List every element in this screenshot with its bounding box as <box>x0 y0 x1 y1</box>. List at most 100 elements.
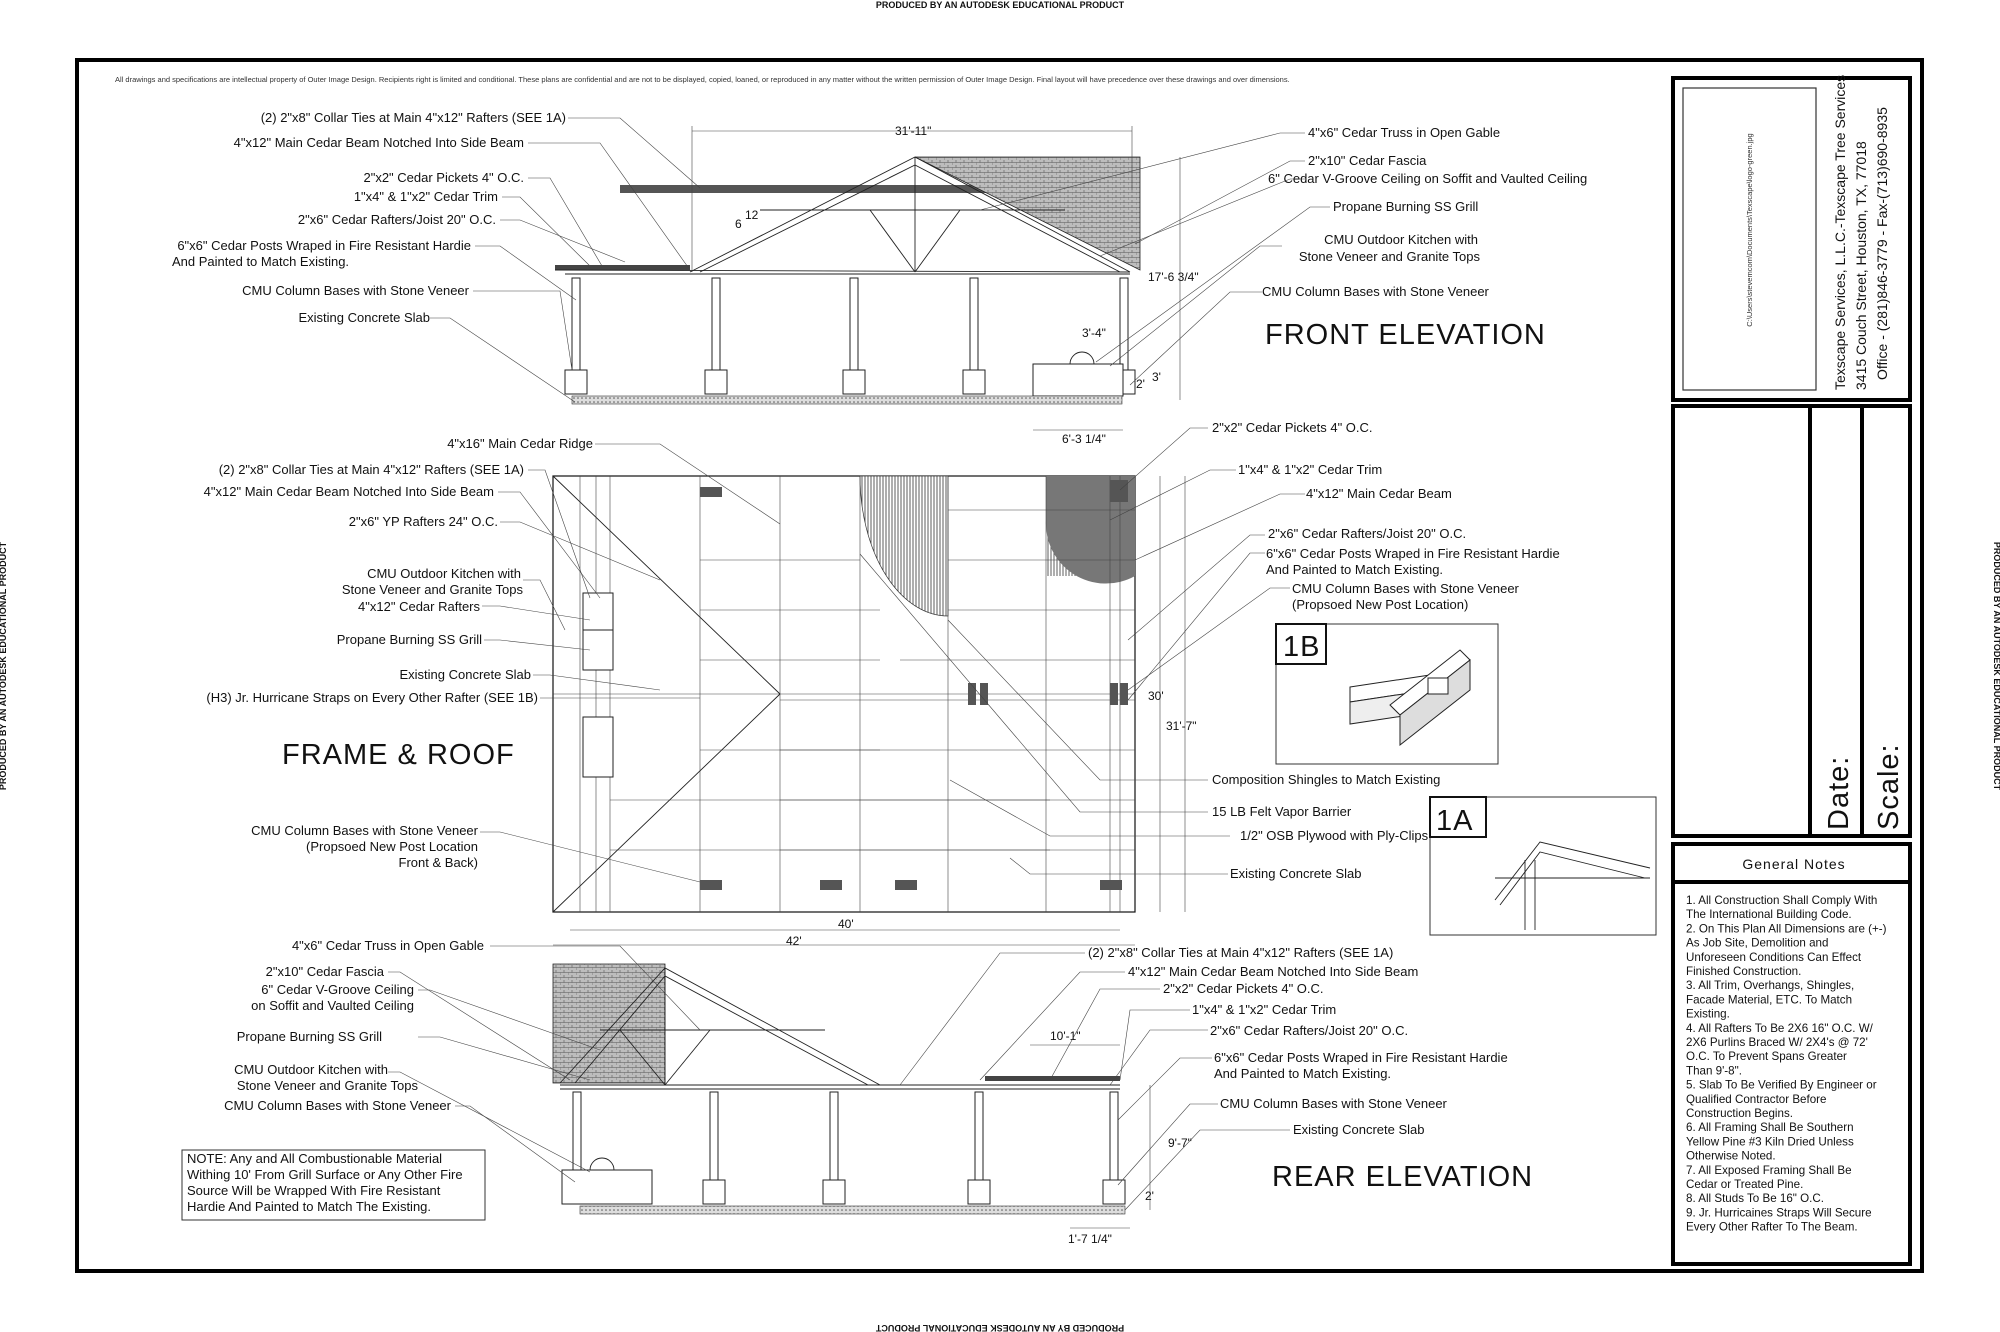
rear-elevation-title: REAR ELEVATION <box>1272 1161 1533 1193</box>
frame-roof-plan: 30' 31'-7" 40' 42' 4"x16" Main Cedar Rid… <box>204 420 1657 948</box>
plan-right-label: (Propsoed New Post Location) <box>1292 597 1468 612</box>
plan-dim-42: 42' <box>786 934 802 948</box>
general-note-line: Cedar or Treated Pine. <box>1686 1178 1803 1191</box>
plan-left-label: Propane Burning SS Grill <box>337 632 482 647</box>
rear-label: 1"x4" & 1"x2" Cedar Trim <box>1192 1002 1336 1017</box>
general-note-line: Construction Begins. <box>1686 1107 1793 1120</box>
plan-left-label: (Propsoed New Post Location <box>306 839 478 854</box>
front-dim-width: 31'-11" <box>895 124 931 138</box>
detail-1b: 1B <box>1275 623 1499 765</box>
front-elevation: 31'-11" 17'-6 3/4" 3'-4" 3' 2' 6'-3 1/4"… <box>172 110 1587 446</box>
rear-label: Propane Burning SS Grill <box>237 1029 382 1044</box>
front-posts <box>564 277 1136 395</box>
general-note-line: 4. All Rafters To Be 2X6 16" O.C. W/ <box>1686 1022 1874 1035</box>
general-note-line: 7. All Exposed Framing Shall Be <box>1686 1164 1852 1177</box>
rear-label: 6" Cedar V-Groove Ceiling <box>261 982 414 997</box>
plan-right-label: 1/2" OSB Plywood with Ply-Clips <box>1240 828 1429 843</box>
sheet-border <box>75 58 1924 1273</box>
frame-roof-title: FRAME & ROOF <box>282 739 515 771</box>
company-name: Texscape Services, L.L.C.-Texscape Tree … <box>1832 75 1848 390</box>
plan-left-label: (2) 2"x8" Collar Ties at Main 4"x12" Raf… <box>219 462 524 477</box>
company-phone: Office - (281)846-3779 - Fax-(713)690-89… <box>1874 107 1890 380</box>
date-label: Date: <box>1823 756 1855 830</box>
front-dim-d2: 3' <box>1152 370 1161 384</box>
company-address: 3415 Couch Street, Houston, TX, 77018 <box>1853 141 1869 390</box>
rear-label: (2) 2"x8" Collar Ties at Main 4"x12" Raf… <box>1088 945 1393 960</box>
front-dim-d3: 2' <box>1136 377 1145 391</box>
front-label: Existing Concrete Slab <box>298 310 430 325</box>
plan-right-label: 15 LB Felt Vapor Barrier <box>1212 804 1352 819</box>
plan-right-label: Existing Concrete Slab <box>1230 866 1362 881</box>
general-note-line: 3. All Trim, Overhangs, Shingles, <box>1686 979 1854 992</box>
general-note-line: 8. All Studs To Be 16" O.C. <box>1686 1192 1824 1205</box>
detail-1a-label: 1A <box>1436 805 1473 837</box>
general-note-line: Qualified Contractor Before <box>1686 1093 1826 1106</box>
rear-elevation: 10'-1" 9'-7" 2' 1'-7 1/4" 4"x6" Cedar Tr… <box>181 938 1533 1246</box>
plan-left-label: Existing Concrete Slab <box>399 667 531 682</box>
pitch-rise: 12 <box>745 208 759 222</box>
front-dim-height: 17'-6 3/4" <box>1148 270 1199 284</box>
plan-left-label: Front & Back) <box>399 855 478 870</box>
watermark-left: PRODUCED BY AN AUTODESK EDUCATIONAL PROD… <box>0 541 8 790</box>
rear-label: CMU Column Bases with Stone Veneer <box>224 1098 452 1113</box>
plan-dim-31-7: 31'-7" <box>1166 719 1197 733</box>
plan-left-label: 4"x12" Main Cedar Beam Notched Into Side… <box>204 484 494 499</box>
general-note-line: 2. On This Plan All Dimensions are (+-) <box>1686 922 1887 935</box>
rear-label: 2"x10" Cedar Fascia <box>266 964 385 979</box>
front-label: 2"x2" Cedar Pickets 4" O.C. <box>363 170 524 185</box>
plan-left-label: CMU Outdoor Kitchen with <box>367 566 521 581</box>
general-note-line: Unforeseen Conditions Can Effect <box>1686 951 1862 964</box>
combustible-note: NOTE: Any and All Combustionable Materia… <box>181 1149 486 1221</box>
front-dim-d4: 6'-3 1/4" <box>1062 432 1106 446</box>
plan-right-label: CMU Column Bases with Stone Veneer <box>1292 581 1520 596</box>
general-note-line: 9. Jr. Hurricaines Straps Will Secure <box>1686 1206 1872 1219</box>
front-label: CMU Column Bases with Stone Veneer <box>242 283 470 298</box>
pitch-run: 6 <box>735 217 742 231</box>
rear-dim-2: 2' <box>1145 1189 1154 1203</box>
plan-right-label: 2"x6" Cedar Rafters/Joist 20" O.C. <box>1268 526 1466 541</box>
detail-1a: 1A <box>1429 796 1657 936</box>
front-label: 6"x6" Cedar Posts Wraped in Fire Resista… <box>177 238 471 253</box>
note-line: Hardie And Painted to Match The Existing… <box>187 1199 431 1214</box>
plan-right-label: 2"x2" Cedar Pickets 4" O.C. <box>1212 420 1373 435</box>
rear-label: on Soffit and Vaulted Ceiling <box>251 998 414 1013</box>
title-block: C:\Users\stevemcom\Documents\Texscape\lo… <box>1671 75 1912 1266</box>
scale-label: Scale: <box>1873 743 1905 830</box>
general-notes-title: General Notes <box>1742 856 1845 872</box>
disclaimer-text: All drawings and specifications are inte… <box>115 75 1290 84</box>
logo-file-path: C:\Users\stevemcom\Documents\Texscape\lo… <box>1745 133 1754 326</box>
plan-right-label: And Painted to Match Existing. <box>1266 562 1443 577</box>
plan-left-label: 4"x12" Cedar Rafters <box>358 599 480 614</box>
rear-label: CMU Outdoor Kitchen with <box>234 1062 388 1077</box>
plan-dim-30: 30' <box>1148 689 1164 703</box>
front-dim-d1: 3'-4" <box>1082 326 1106 340</box>
rear-label: 4"x6" Cedar Truss in Open Gable <box>292 938 484 953</box>
rear-label: 4"x12" Main Cedar Beam Notched Into Side… <box>1128 964 1418 979</box>
general-note-line: Finished Construction. <box>1686 965 1801 978</box>
plan-right-label: 1"x4" & 1"x2" Cedar Trim <box>1238 462 1382 477</box>
front-label: 2"x6" Cedar Rafters/Joist 20" O.C. <box>298 212 496 227</box>
general-notes-list: 1. All Construction Shall Comply WithThe… <box>1686 894 1887 1234</box>
front-label: 4"x12" Main Cedar Beam Notched Into Side… <box>234 135 524 150</box>
general-note-line: Yellow Pine #3 Kiln Dried Unless <box>1686 1135 1854 1148</box>
front-label: 6" Cedar V-Groove Ceiling on Soffit and … <box>1268 171 1587 186</box>
general-note-line: 1. All Construction Shall Comply With <box>1686 894 1877 907</box>
general-note-line: 2X6 Purlins Braced W/ 2X4's @ 72' <box>1686 1036 1868 1049</box>
plan-left-label: (H3) Jr. Hurricane Straps on Every Other… <box>206 690 538 705</box>
rear-label: 2"x6" Cedar Rafters/Joist 20" O.C. <box>1210 1023 1408 1038</box>
general-note-line: 5. Slab To Be Verified By Engineer or <box>1686 1079 1877 1092</box>
plan-left-label: 4"x16" Main Cedar Ridge <box>447 436 593 451</box>
note-line: Withing 10' From Grill Surface or Any Ot… <box>187 1167 463 1182</box>
front-label: CMU Column Bases with Stone Veneer <box>1262 284 1490 299</box>
front-label: And Painted to Match Existing. <box>172 254 349 269</box>
rear-dim-9-7: 9'-7" <box>1168 1136 1192 1150</box>
rear-dim-1-7: 1'-7 1/4" <box>1068 1232 1112 1246</box>
watermark-right: PRODUCED BY AN AUTODESK EDUCATIONAL PROD… <box>1992 542 2000 791</box>
general-note-line: Than 9'-8". <box>1686 1064 1742 1077</box>
plan-right-label: 6"x6" Cedar Posts Wraped in Fire Resista… <box>1266 546 1560 561</box>
front-label: Stone Veneer and Granite Tops <box>1299 249 1481 264</box>
general-note-line: Existing. <box>1686 1008 1730 1021</box>
rear-label: Stone Veneer and Granite Tops <box>237 1078 419 1093</box>
rear-label: And Painted to Match Existing. <box>1214 1066 1391 1081</box>
